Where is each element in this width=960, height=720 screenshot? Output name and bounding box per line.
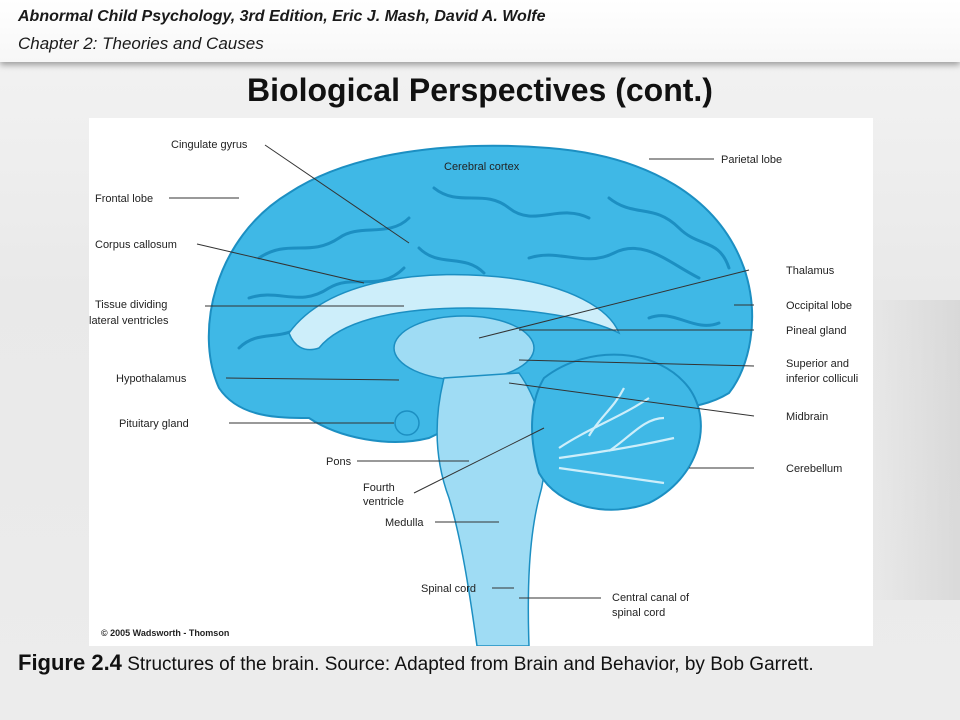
label-spinal-cord: Spinal cord	[421, 583, 476, 595]
label-cerebral-cortex: Cerebral cortex	[444, 161, 520, 173]
label-hypothalamus: Hypothalamus	[116, 373, 187, 385]
label-fourth-ventricle-1: Fourth	[363, 482, 395, 494]
figure-caption: Figure 2.4 Structures of the brain. Sour…	[18, 650, 948, 677]
label-superior-colliculi-2: inferior colliculi	[786, 373, 858, 385]
label-pons: Pons	[326, 456, 352, 468]
label-frontal-lobe: Frontal lobe	[95, 193, 153, 205]
brainstem-shape	[436, 372, 546, 646]
label-pituitary-gland: Pituitary gland	[119, 418, 189, 430]
label-cingulate-gyrus: Cingulate gyrus	[171, 139, 248, 151]
header-band: Abnormal Child Psychology, 3rd Edition, …	[0, 0, 960, 62]
label-cerebellum: Cerebellum	[786, 463, 842, 475]
label-corpus-callosum: Corpus callosum	[95, 239, 177, 251]
cerebellum-arbor	[558, 387, 675, 485]
label-pineal-gland: Pineal gland	[786, 325, 847, 337]
label-thalamus: Thalamus	[786, 265, 835, 277]
chapter-title: Chapter 2: Theories and Causes	[18, 34, 264, 53]
leader-lines	[169, 144, 755, 599]
background-decoration	[860, 300, 960, 600]
caption-text: Structures of the brain. Source: Adapted…	[121, 654, 814, 675]
label-tissue-dividing-1: Tissue dividing	[95, 299, 167, 311]
brain-diagram: Cingulate gyrus Cerebral cortex Parietal…	[89, 139, 858, 646]
gyri-texture	[237, 186, 731, 350]
book-title: Abnormal Child Psychology, 3rd Edition, …	[18, 8, 546, 25]
label-central-canal-2: spinal cord	[612, 607, 665, 619]
thalamus-shape	[393, 315, 535, 381]
label-superior-colliculi-1: Superior and	[786, 358, 849, 370]
label-medulla: Medulla	[385, 517, 424, 529]
label-fourth-ventricle-2: ventricle	[363, 496, 404, 508]
brain-figure: Cingulate gyrus Cerebral cortex Parietal…	[89, 118, 873, 646]
label-midbrain: Midbrain	[786, 411, 828, 423]
pituitary-shape	[394, 410, 420, 436]
slide-title: Biological Perspectives (cont.)	[247, 72, 713, 108]
corpus-callosum	[288, 273, 621, 351]
label-occipital-lobe: Occipital lobe	[786, 300, 852, 312]
figure-number: Figure 2.4	[18, 650, 122, 675]
label-tissue-dividing-2: lateral ventricles	[89, 315, 169, 327]
copyright-text: © 2005 Wadsworth - Thomson	[101, 628, 229, 638]
cerebellum-shape	[531, 353, 702, 511]
label-central-canal-1: Central canal of	[612, 592, 690, 604]
label-parietal-lobe: Parietal lobe	[721, 154, 782, 166]
